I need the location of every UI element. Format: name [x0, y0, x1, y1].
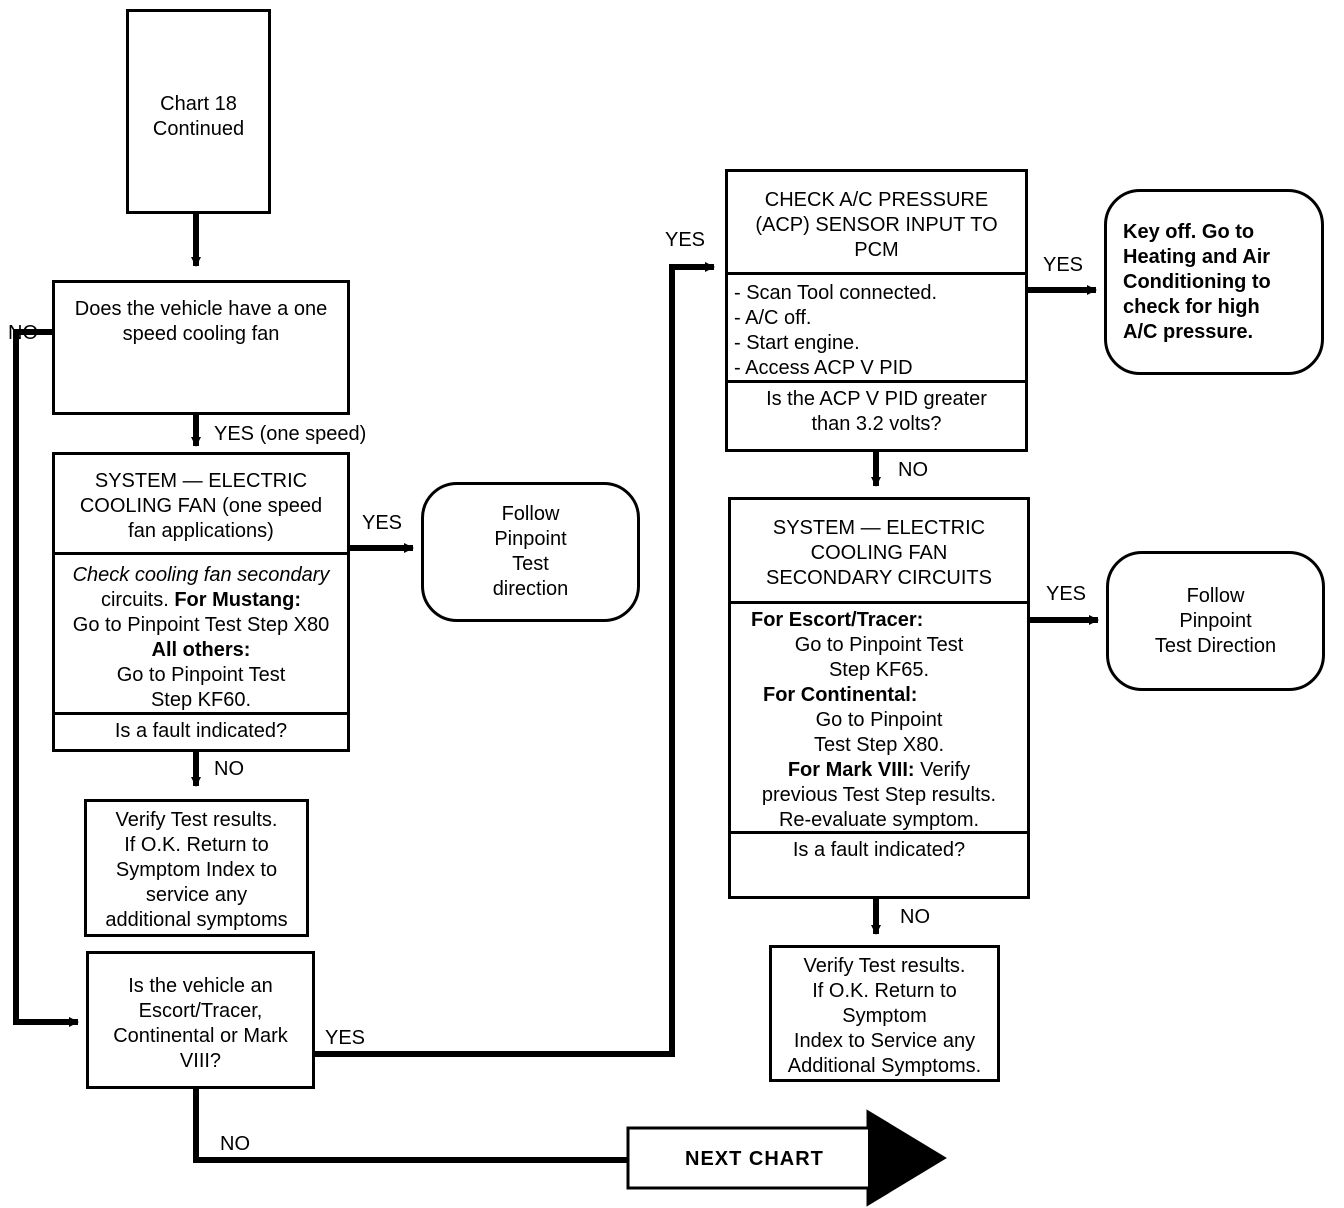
- system-secondary-body: For Escort/Tracer: Go to Pinpoint Test S…: [731, 604, 1027, 834]
- label-yes-acp-top: YES: [665, 229, 706, 251]
- check-acp-box: CHECK A/C PRESSURE (ACP) SENSOR INPUT TO…: [725, 169, 1028, 452]
- label-yes-follow1: YES: [362, 512, 403, 534]
- verify-results-1: Verify Test results. If O.K. Return to S…: [84, 799, 309, 937]
- system-secondary-question: Is a fault indicated?: [792, 839, 966, 861]
- label-yes-one-speed: YES (one speed): [214, 423, 367, 445]
- label-no-next: NO: [220, 1133, 250, 1155]
- label-yes-follow2: YES: [1046, 583, 1087, 605]
- arrow-no-next-chart: [193, 1088, 628, 1163]
- question-one-speed-box: Does the vehicle have a one speed coolin…: [52, 280, 350, 415]
- question-one-speed-line1: Does the vehicle have a one: [74, 298, 328, 320]
- system-fan-question: Is a fault indicated?: [114, 720, 288, 742]
- system-fan-body: Check cooling fan secondary circuits. Fo…: [55, 555, 347, 715]
- next-chart-label: NEXT CHART: [685, 1148, 824, 1170]
- check-acp-title: CHECK A/C PRESSURE (ACP) SENSOR INPUT TO…: [728, 172, 1025, 275]
- start-line1: Chart 18: [160, 93, 237, 115]
- follow-pinpoint-2: Follow Pinpoint Test Direction: [1106, 551, 1325, 691]
- follow-pinpoint-1: Follow Pinpoint Test direction: [421, 482, 640, 622]
- verify-results-2: Verify Test results. If O.K. Return to S…: [769, 945, 1000, 1082]
- label-no-verify1: NO: [214, 758, 244, 780]
- question-one-speed-line2: speed cooling fan: [122, 323, 280, 345]
- check-acp-question: Is the ACP V PID greater than 3.2 volts?: [766, 388, 987, 435]
- label-no-secondary: NO: [898, 459, 928, 481]
- label-no-left: NO: [8, 322, 38, 344]
- key-off-box: Key off. Go to Heating and Air Condition…: [1104, 189, 1324, 375]
- system-fan-box: SYSTEM — ELECTRIC COOLING FAN (one speed…: [52, 452, 350, 752]
- arrow-yes-vehicle: [313, 262, 715, 1057]
- system-secondary-box: SYSTEM — ELECTRIC COOLING FAN SECONDARY …: [728, 497, 1030, 899]
- system-fan-title: SYSTEM — ELECTRIC COOLING FAN (one speed…: [55, 455, 347, 555]
- label-no-verify2: NO: [900, 906, 930, 928]
- label-yes-vehicle: YES: [325, 1027, 366, 1049]
- system-secondary-title: SYSTEM — ELECTRIC COOLING FAN SECONDARY …: [731, 500, 1027, 604]
- start-box: Chart 18 Continued: [126, 9, 271, 214]
- question-vehicle-box: Is the vehicle an Escort/Tracer, Contine…: [86, 951, 315, 1089]
- check-acp-steps: - Scan Tool connected. - A/C off. - Star…: [728, 275, 1025, 383]
- start-line2: Continued: [152, 118, 245, 140]
- label-yes-keyoff: YES: [1043, 254, 1084, 276]
- arrow-no-left-loop: [13, 329, 79, 1027]
